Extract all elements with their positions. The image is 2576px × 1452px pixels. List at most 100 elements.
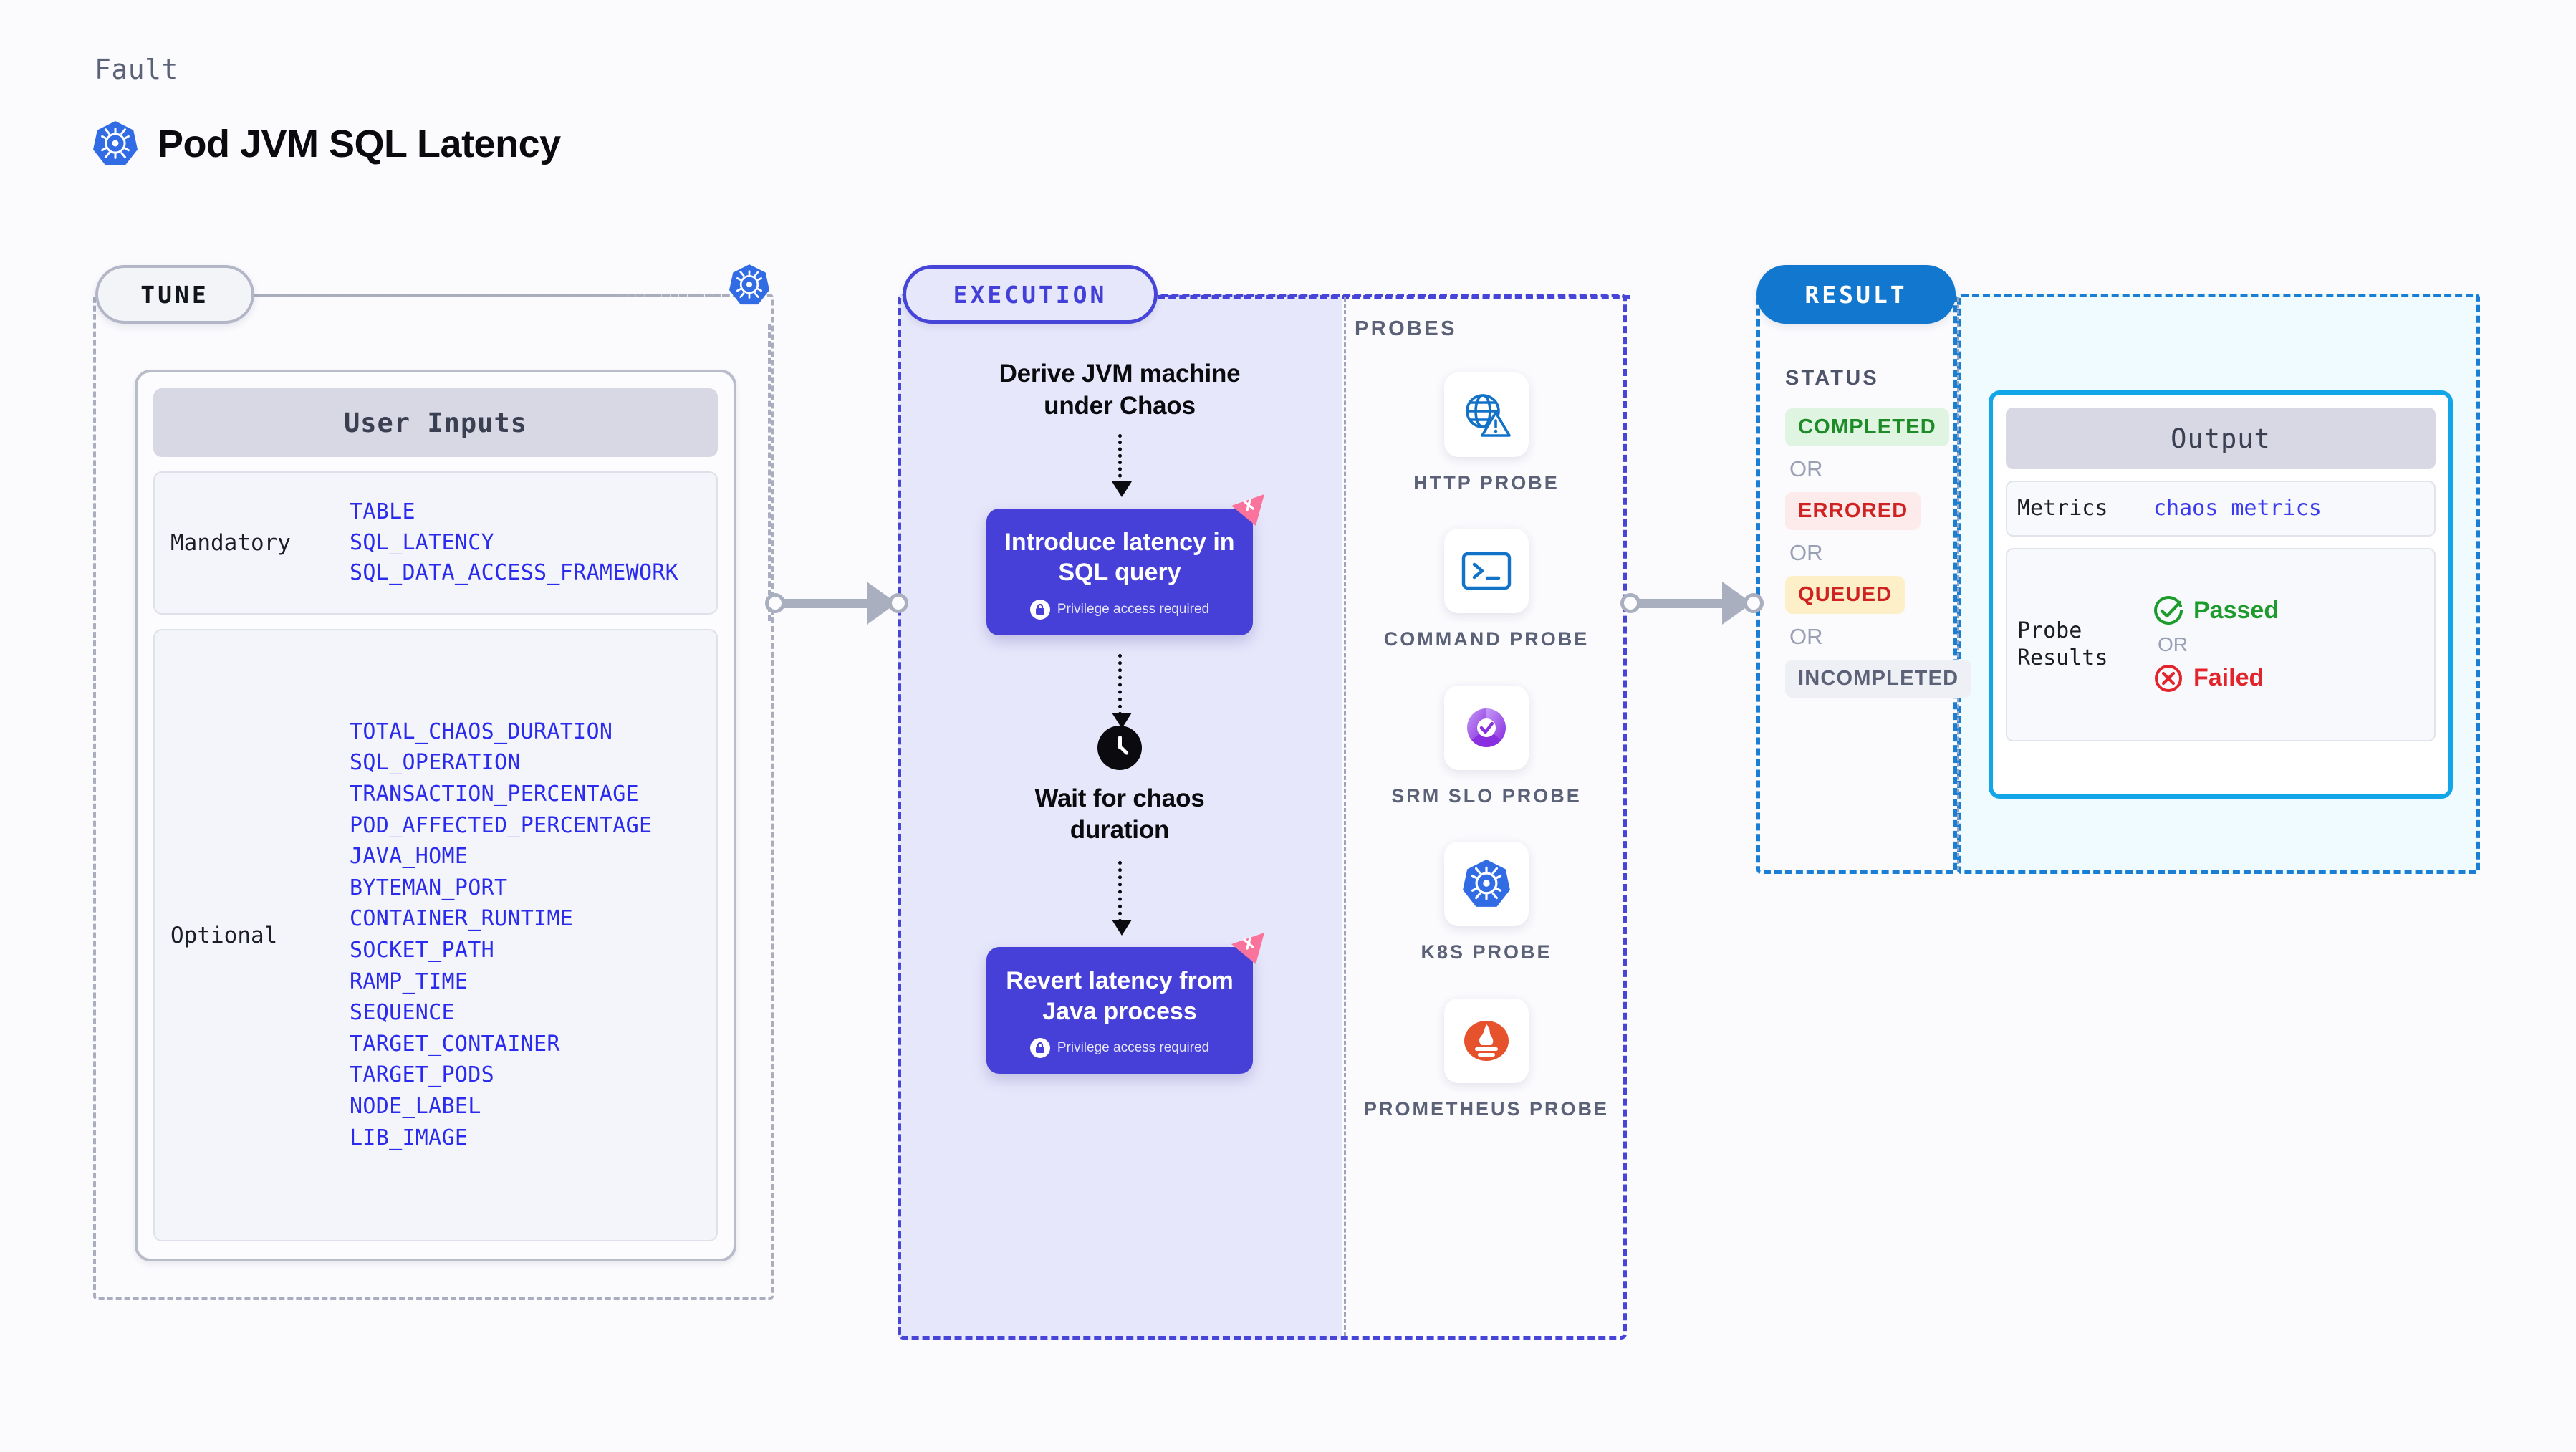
privilege-note-text: Privilege access required xyxy=(1057,601,1210,617)
lock-icon xyxy=(1029,1038,1050,1059)
output-row-probe-results: Probe Results Passed OR Failed xyxy=(2006,547,2436,741)
probe-label: K8S PROBE xyxy=(1421,941,1552,963)
connector-dot xyxy=(1744,593,1764,613)
status-list: COMPLETED OR ERRORED OR QUEUED OR INCOMP… xyxy=(1785,408,1972,698)
probe-srm-slo[interactable]: SRM SLO PROBE xyxy=(1391,685,1582,809)
chaos-step-title: Introduce latency in SQL query xyxy=(1004,528,1235,587)
connector-execution-to-result xyxy=(1620,582,1764,625)
kubernetes-icon xyxy=(729,264,769,307)
probe-http[interactable]: HTTP PROBE xyxy=(1413,372,1559,496)
probes-divider xyxy=(1344,297,1346,1336)
chaos-step-title: Revert latency from Java process xyxy=(1006,967,1234,1025)
flow-arrow-down xyxy=(1111,861,1132,936)
privilege-note: Privilege access required xyxy=(998,1038,1241,1059)
output-metrics-value[interactable]: chaos metrics xyxy=(2153,496,2322,521)
param-item[interactable]: TRANSACTION_PERCENTAGE xyxy=(350,782,639,807)
probe-result-failed: Failed xyxy=(2153,663,2279,693)
wait-step: Wait for chaos duration xyxy=(1034,725,1205,847)
check-circle-icon xyxy=(2154,595,2183,625)
or-separator: OR xyxy=(1789,456,1823,481)
flow-arrow-down xyxy=(1111,433,1132,497)
result-pill[interactable]: RESULT xyxy=(1756,265,1956,324)
status-badge-queued: QUEUED xyxy=(1785,576,1905,614)
param-item[interactable]: SOCKET_PATH xyxy=(350,938,494,963)
privilege-note-text: Privilege access required xyxy=(1057,1040,1210,1056)
param-item[interactable]: RAMP_TIME xyxy=(350,968,468,994)
status-badge-incompleted: INCOMPLETED xyxy=(1785,660,1972,698)
mandatory-label: Mandatory xyxy=(170,530,291,556)
param-item[interactable]: SQL_DATA_ACCESS_FRAMEWORK xyxy=(350,560,679,586)
tune-pill[interactable]: TUNE xyxy=(95,265,254,324)
wait-step-text: Wait for chaos duration xyxy=(1034,784,1205,845)
or-separator: OR xyxy=(2158,633,2188,655)
param-item[interactable]: TARGET_CONTAINER xyxy=(350,1031,560,1057)
status-badge-completed: COMPLETED xyxy=(1785,408,1949,446)
or-separator: OR xyxy=(1789,540,1823,565)
probe-prometheus[interactable]: PROMETHEUS PROBE xyxy=(1363,998,1610,1122)
param-item[interactable]: BYTEMAN_PORT xyxy=(350,875,508,900)
probe-failed-text: Failed xyxy=(2193,664,2264,691)
status-label: STATUS xyxy=(1785,367,1879,390)
kubernetes-icon xyxy=(93,120,138,168)
flow-arrow-down xyxy=(1111,653,1132,729)
connector-tune-to-execution xyxy=(765,582,908,625)
execution-flow: Derive JVM machine under Chaos Introduce… xyxy=(898,358,1342,1074)
slo-check-icon xyxy=(1444,685,1529,770)
output-row-metrics: Metrics chaos metrics xyxy=(2006,481,2436,537)
param-item[interactable]: JAVA_HOME xyxy=(350,844,468,870)
fault-flag-icon xyxy=(1231,933,1264,965)
user-inputs-title: User Inputs xyxy=(153,388,718,457)
probe-label: COMMAND PROBE xyxy=(1383,628,1590,650)
mandatory-group: Mandatory TABLE SQL_LATENCY SQL_DATA_ACC… xyxy=(153,471,718,615)
execution-connector-line xyxy=(1158,295,1630,299)
fault-flag-icon xyxy=(1231,494,1264,526)
param-item[interactable]: TABLE xyxy=(350,499,415,525)
output-card: Output Metrics chaos metrics Probe Resul… xyxy=(1989,390,2453,799)
privilege-note: Privilege access required xyxy=(998,599,1241,620)
kubernetes-drop-line xyxy=(768,324,771,621)
param-item[interactable]: SEQUENCE xyxy=(350,1000,455,1026)
param-item[interactable]: SQL_OPERATION xyxy=(350,750,521,776)
lock-icon xyxy=(1029,599,1050,620)
connector-bar xyxy=(782,598,874,608)
param-item[interactable]: CONTAINER_RUNTIME xyxy=(350,906,574,932)
connector-dot xyxy=(1620,593,1640,613)
probes-list: HTTP PROBE COMMAND PROBE xyxy=(1347,372,1626,1122)
clock-icon xyxy=(1097,725,1142,770)
probes-label: PROBES xyxy=(1355,317,1457,340)
chaos-step-introduce-latency[interactable]: Introduce latency in SQL query Privilege… xyxy=(986,494,1264,635)
page-title-text: Pod JVM SQL Latency xyxy=(158,122,561,165)
execution-step-derive: Derive JVM machine under Chaos xyxy=(999,360,1241,420)
user-inputs-card: User Inputs Mandatory TABLE SQL_LATENCY … xyxy=(135,370,736,1261)
param-item[interactable]: SQL_LATENCY xyxy=(350,529,494,555)
terminal-icon xyxy=(1444,529,1529,614)
optional-group: Optional TOTAL_CHAOS_DURATION SQL_OPERAT… xyxy=(153,629,718,1241)
probe-k8s[interactable]: K8S PROBE xyxy=(1421,842,1552,965)
status-badge-errored: ERRORED xyxy=(1785,492,1921,530)
output-probe-key: Probe Results xyxy=(2017,618,2108,670)
probe-passed-text: Passed xyxy=(2193,597,2279,624)
output-title: Output xyxy=(2006,408,2436,469)
or-separator: OR xyxy=(1789,624,1823,649)
chaos-step-revert-latency[interactable]: Revert latency from Java process Privile… xyxy=(986,933,1264,1074)
probe-result-passed: Passed xyxy=(2153,595,2279,626)
probe-label: PROMETHEUS PROBE xyxy=(1363,1097,1610,1120)
probe-command[interactable]: COMMAND PROBE xyxy=(1384,529,1590,652)
page-title: Pod JVM SQL Latency xyxy=(93,120,561,168)
connector-dot xyxy=(888,593,908,613)
execution-pill[interactable]: EXECUTION xyxy=(903,265,1158,324)
param-item[interactable]: NODE_LABEL xyxy=(350,1093,481,1119)
param-item[interactable]: LIB_IMAGE xyxy=(350,1125,468,1150)
output-metrics-key: Metrics xyxy=(2017,496,2108,521)
x-circle-icon xyxy=(2155,664,2182,692)
result-divider xyxy=(1957,297,1959,870)
param-item[interactable]: POD_AFFECTED_PERCENTAGE xyxy=(350,812,653,838)
param-item[interactable]: TOTAL_CHAOS_DURATION xyxy=(350,718,613,744)
probe-label: HTTP PROBE xyxy=(1413,472,1559,494)
tune-connector-line xyxy=(255,294,728,297)
prometheus-icon xyxy=(1443,998,1529,1083)
kubernetes-icon xyxy=(1443,842,1529,927)
optional-label: Optional xyxy=(170,922,278,948)
param-item[interactable]: TARGET_PODS xyxy=(350,1062,494,1088)
